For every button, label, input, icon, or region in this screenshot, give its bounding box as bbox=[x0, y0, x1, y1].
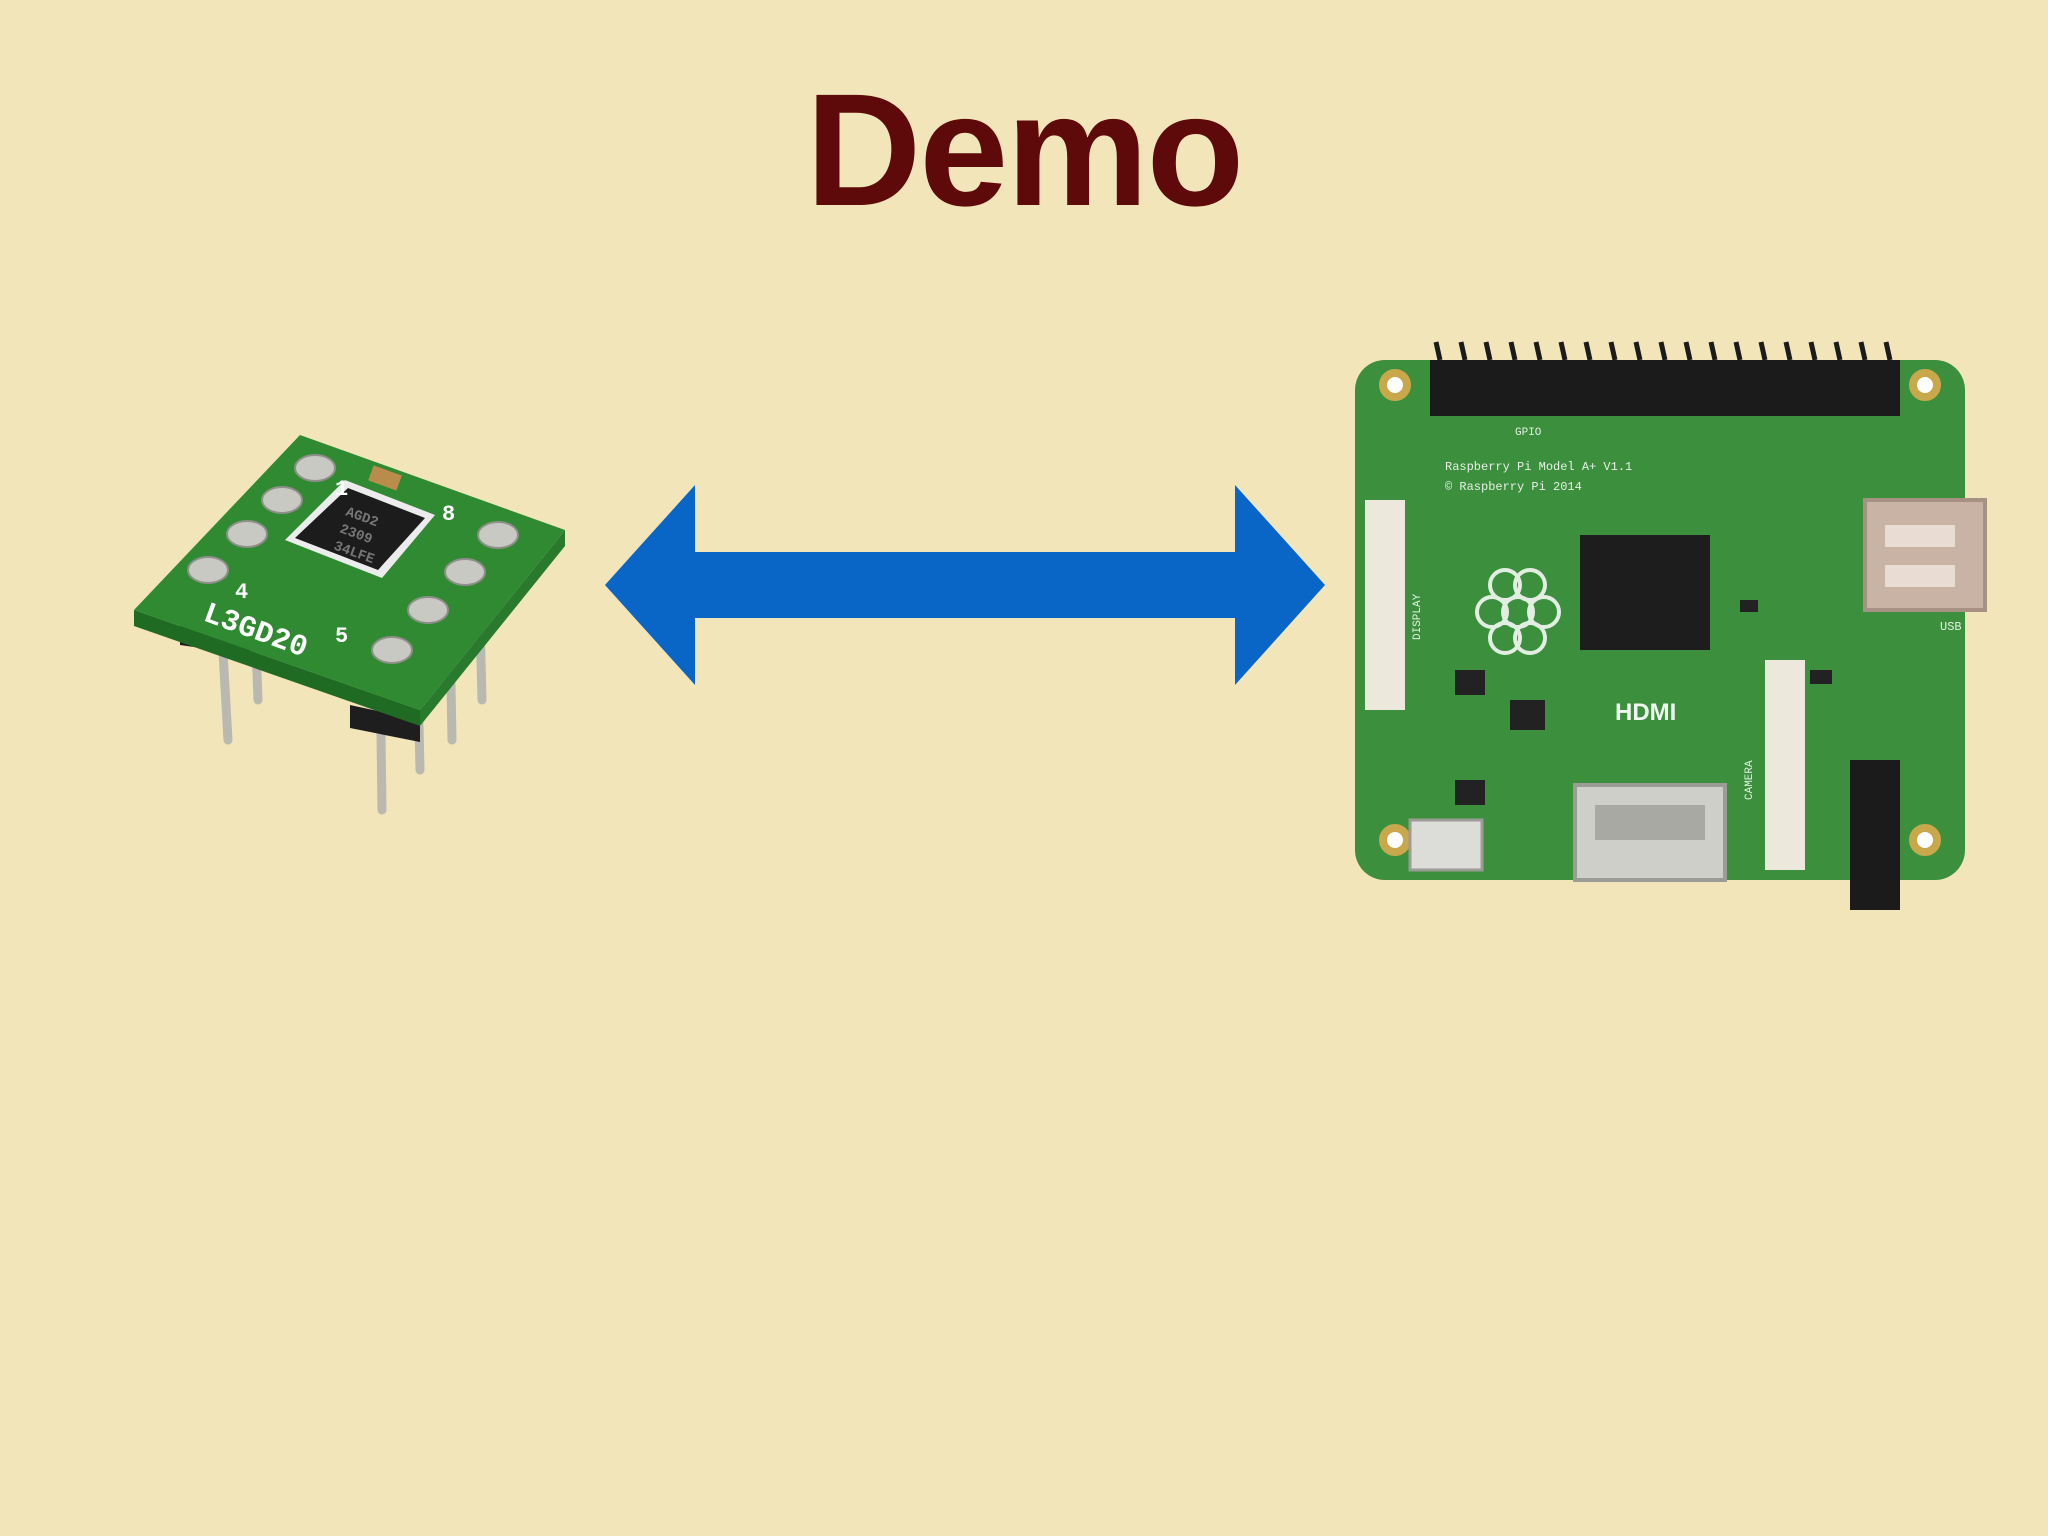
camera-label: CAMERA bbox=[1744, 760, 1756, 800]
pin-label: 5 bbox=[335, 624, 348, 649]
pin-label: 1 bbox=[335, 477, 348, 502]
raspberry-pi-board-icon: Raspberry Pi Model A+ V1.1 © Raspberry P… bbox=[1340, 340, 1990, 920]
double-headed-arrow-icon bbox=[600, 480, 1330, 690]
pi-copyright-text: © Raspberry Pi 2014 bbox=[1445, 480, 1582, 494]
pin-label: 8 bbox=[442, 502, 455, 527]
usb-label: USB bbox=[1940, 620, 1962, 634]
pin-label: 4 bbox=[235, 580, 248, 605]
display-label: DISPLAY bbox=[1412, 593, 1424, 640]
gpio-label: GPIO bbox=[1515, 427, 1542, 439]
slide-title: Demo bbox=[805, 60, 1245, 239]
pi-model-text: Raspberry Pi Model A+ V1.1 bbox=[1445, 460, 1632, 474]
l3gd20-breakout-board-icon: AGD2 2309 34LFE 1 4 5 8 L3GD20 bbox=[120, 420, 580, 840]
hdmi-label: HDMI bbox=[1615, 699, 1676, 726]
